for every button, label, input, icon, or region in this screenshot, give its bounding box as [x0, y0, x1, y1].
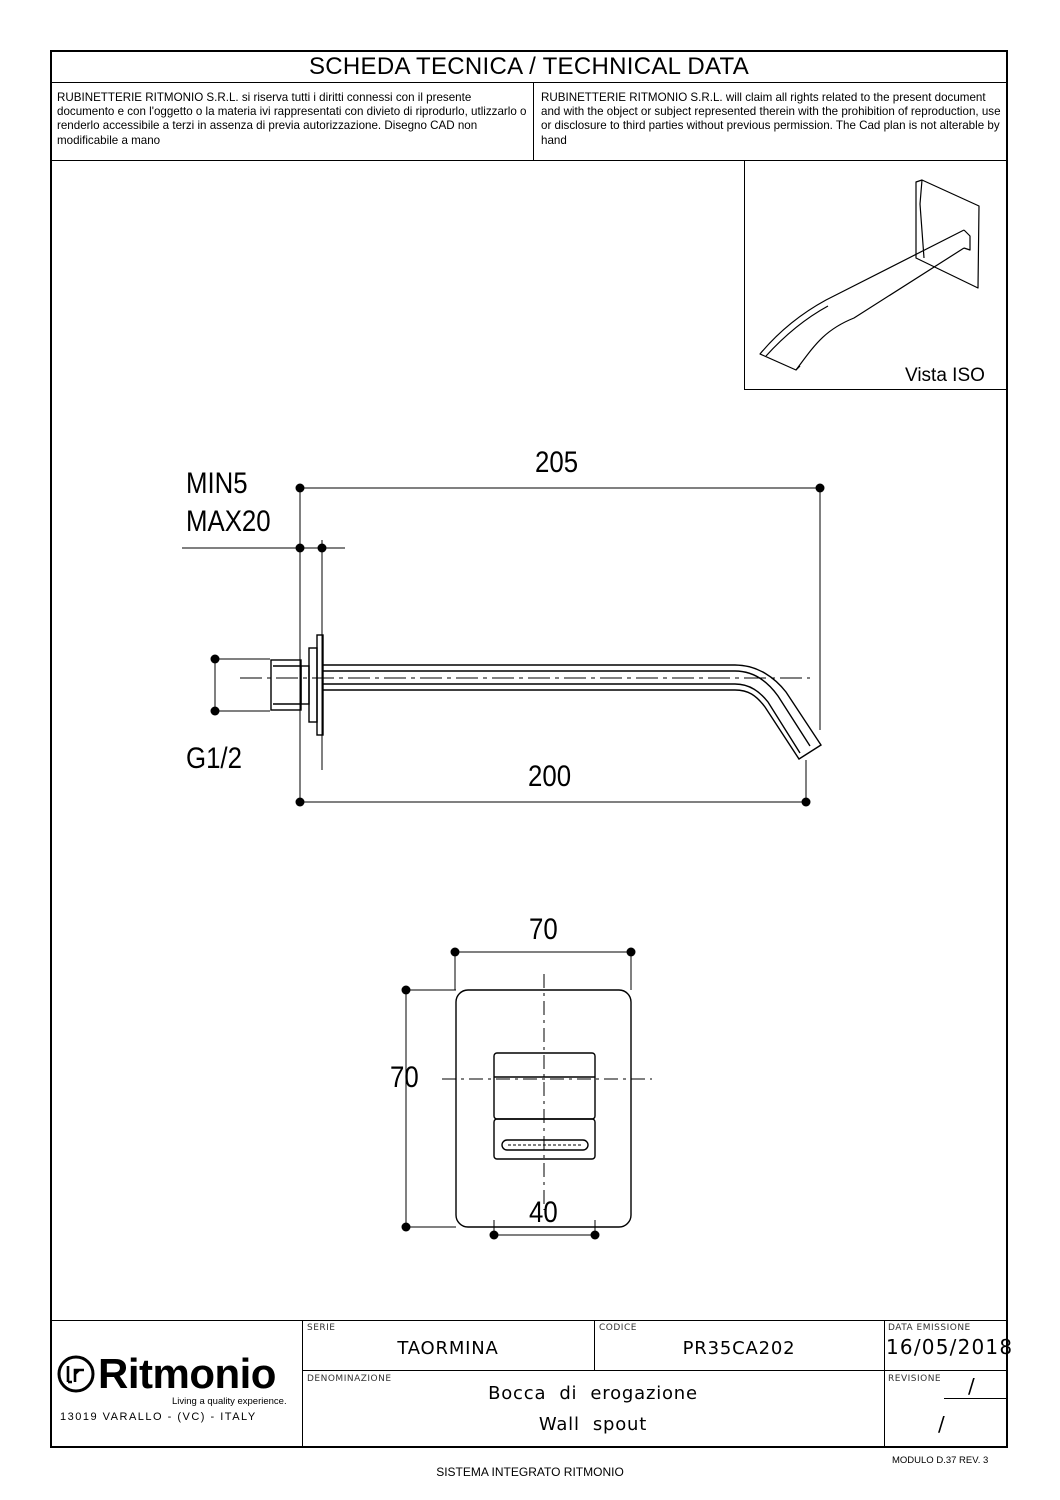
date-value: 16/05/2018: [886, 1335, 1014, 1359]
header-bottom-border: [50, 160, 1008, 161]
revisione-label: REVISIONE: [888, 1374, 942, 1384]
iso-spout-drawing: [759, 179, 980, 371]
notice-divider: [533, 82, 534, 160]
brand-name: Ritmonio: [98, 1350, 276, 1397]
codice-label: CODICE: [599, 1323, 637, 1333]
date-label: DATA EMISSIONE: [888, 1323, 971, 1333]
side-view-drawing: [182, 483, 825, 807]
brand-address: 13019 VARALLO - (VC) - ITALY: [60, 1411, 257, 1423]
dim-plate-width: 70: [529, 913, 558, 946]
footer-system-name: SISTEMA INTEGRATO RITMONIO: [436, 1465, 624, 1479]
title-block-middle-border: [302, 1370, 1008, 1371]
dim-min-thickness: MIN5: [186, 467, 248, 500]
codice-value: PR35CA202: [682, 1338, 796, 1359]
dim-projection: 200: [528, 760, 572, 793]
denominazione-italian: Bocca di erogazione: [488, 1383, 698, 1404]
dim-max-thickness: MAX20: [186, 505, 271, 538]
dim-thread-size: G1/2: [186, 742, 242, 775]
iso-view-label: Vista ISO: [905, 365, 985, 386]
revisione-value-1: /: [968, 1374, 976, 1398]
ritmonio-logo-icon: [57, 1355, 95, 1393]
header-divider: [50, 82, 1008, 83]
title-block-date-divider: [884, 1320, 885, 1448]
front-view-drawing: [401, 947, 652, 1240]
serie-value: TAORMINA: [397, 1338, 499, 1359]
revisione-underline: [944, 1398, 1006, 1399]
dim-outlet-width: 40: [529, 1196, 558, 1229]
title-block-serie-divider: [594, 1320, 595, 1370]
title-block-brand-divider: [302, 1320, 303, 1448]
brand-tagline: Living a quality experience.: [172, 1396, 287, 1407]
sheet-title: SCHEDA TECNICA / TECHNICAL DATA: [308, 53, 750, 80]
dim-plate-height: 70: [390, 1061, 419, 1094]
title-block-top-border: [50, 1320, 1008, 1321]
denominazione-english: Wall spout: [538, 1414, 648, 1435]
footer-form-code: MODULO D.37 REV. 3: [892, 1455, 989, 1466]
dim-total-length: 205: [535, 446, 579, 479]
serie-label: SERIE: [307, 1323, 336, 1333]
revisione-value-2: /: [938, 1412, 946, 1436]
drawing-sheet-frame: [50, 50, 1008, 1448]
copyright-notice-italian: RUBINETTERIE RITMONIO S.R.L. si riserva …: [57, 91, 527, 147]
denominazione-label: DENOMINAZIONE: [307, 1374, 392, 1384]
iso-view-box: [744, 160, 1008, 390]
copyright-notice-english: RUBINETTERIE RITMONIO S.R.L. will claim …: [541, 91, 1001, 147]
